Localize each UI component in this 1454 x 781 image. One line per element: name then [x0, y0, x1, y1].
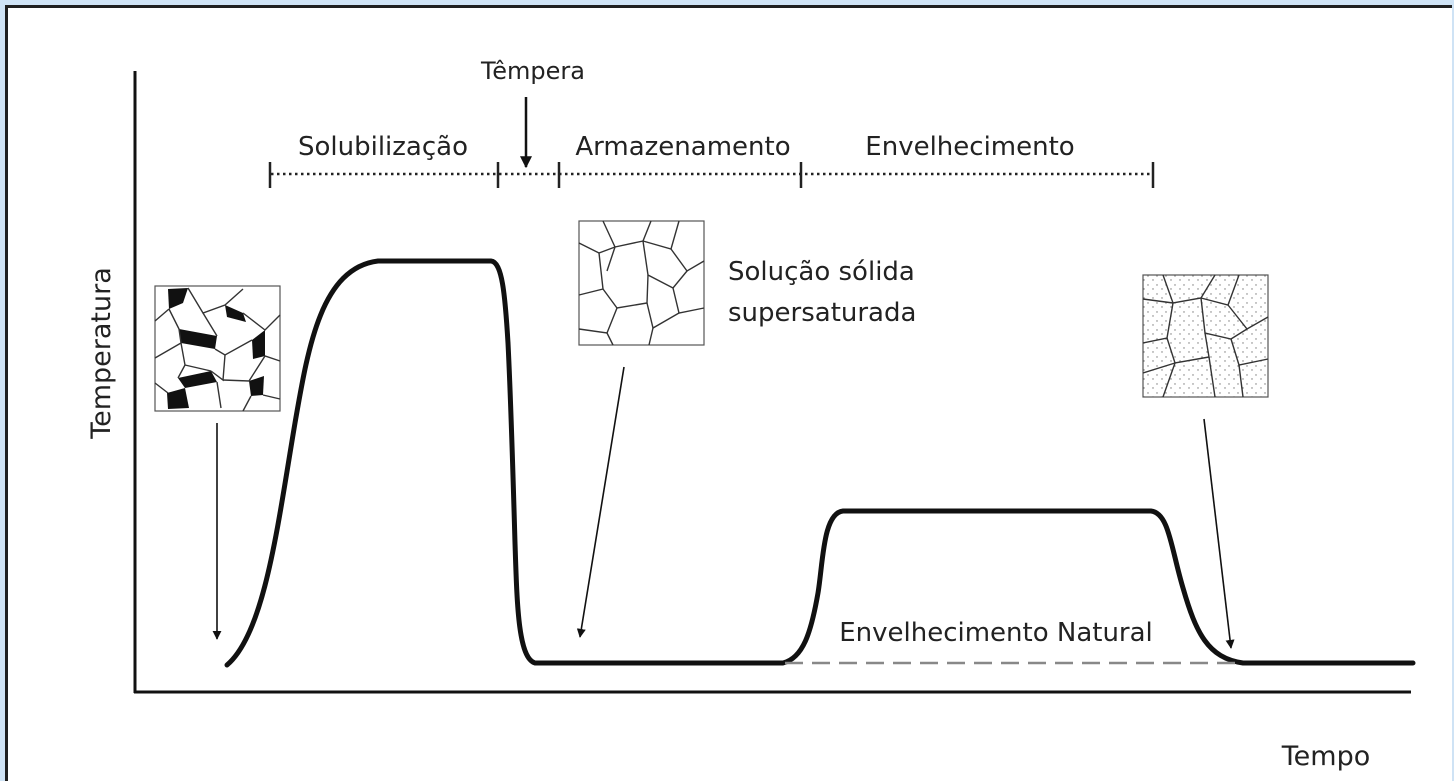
microstructure-aged [1142, 274, 1269, 398]
natural-aging-label: Envelhecimento Natural [839, 618, 1153, 648]
phase-timeline [268, 162, 1155, 188]
solid-solution-label-line1: Solução sólida [728, 257, 915, 287]
microstructure-solid-solution [578, 220, 705, 346]
temperature-curve [224, 258, 1416, 668]
solid-solution-label-line2: supersaturada [728, 298, 916, 328]
diagram-frame: Temperatura Tempo Solubilização Armazena… [5, 5, 1452, 781]
axes [133, 71, 1411, 694]
heat-treatment-diagram: Temperatura Tempo Solubilização Armazena… [86, 57, 1416, 772]
phase-label-solubilizacao: Solubilização [298, 132, 468, 162]
x-axis-label: Tempo [1281, 741, 1370, 772]
y-axis-label: Temperatura [86, 267, 117, 440]
arrow-solid-solution [576, 366, 625, 638]
arrow-aged [1203, 418, 1235, 649]
phase-label-armazenamento: Armazenamento [575, 132, 790, 162]
phase-label-tempera: Têmpera [480, 57, 585, 85]
phase-label-envelhecimento: Envelhecimento [865, 132, 1074, 162]
microstructure-initial [154, 285, 281, 412]
